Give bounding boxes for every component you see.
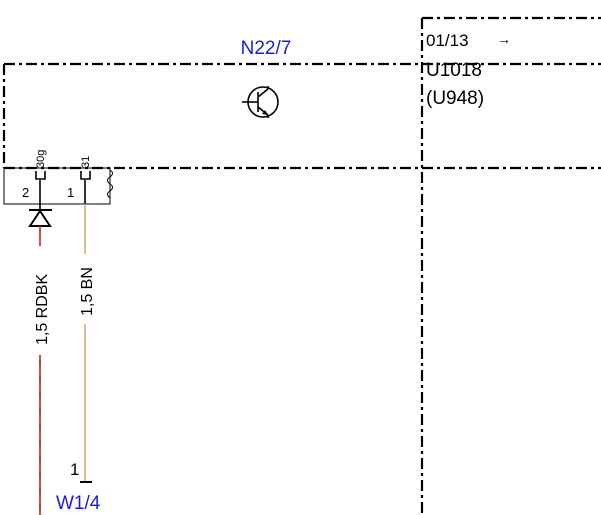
ground-target[interactable]: W1/4: [56, 493, 101, 514]
pin-number-1: 2: [22, 185, 29, 200]
shield-wave-icon: [107, 169, 113, 199]
reference-arrow: →: [497, 31, 511, 47]
pin-bracket-1: [35, 171, 46, 180]
terminal-label-2: 31: [80, 156, 92, 168]
pin-number-2: 1: [67, 185, 74, 200]
terminal-label-1: 30g: [35, 150, 47, 168]
component-name: N22/7: [241, 38, 292, 59]
connector-box: [3, 167, 111, 205]
component-boundary: [2, 16, 601, 515]
reference-alt-code: (U948): [426, 88, 484, 109]
reference-page: 01/13: [426, 31, 469, 50]
transistor-icon: [242, 86, 279, 118]
diode-icon: [28, 209, 52, 227]
wire-label-rdbk: 1,5 RDBK: [34, 274, 51, 345]
pin-bracket-2: [80, 171, 91, 180]
reference-code: U1018: [426, 60, 482, 81]
connector: 2 1 30g 31: [3, 150, 113, 205]
wire-label-bn: 1,5 BN: [79, 267, 96, 316]
ground-pin-number: 1: [70, 460, 79, 479]
